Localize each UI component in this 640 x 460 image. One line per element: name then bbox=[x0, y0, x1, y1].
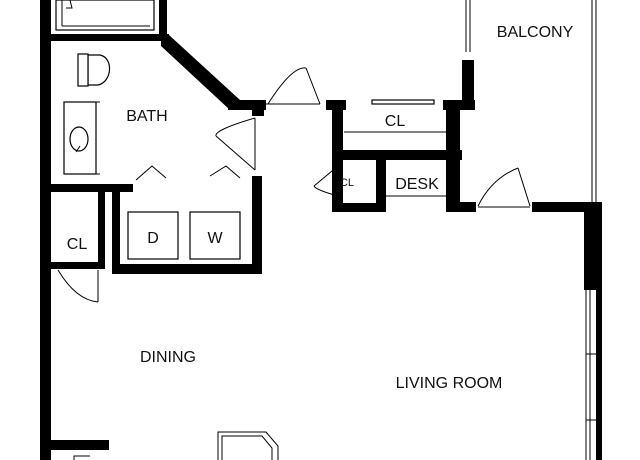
washer bbox=[189, 211, 241, 260]
washer-label: W bbox=[207, 230, 223, 247]
bath-label: BATH bbox=[126, 108, 167, 125]
closet-small-label: CL bbox=[340, 177, 354, 189]
balcony-label: BALCONY bbox=[497, 24, 574, 41]
laundry bbox=[127, 165, 241, 260]
windows bbox=[465, 0, 597, 460]
walls bbox=[40, 0, 602, 460]
bath-fixtures bbox=[55, 0, 155, 175]
sink bbox=[69, 126, 89, 152]
bathtub bbox=[55, 0, 155, 31]
bottom-fragments bbox=[73, 431, 279, 460]
dining-label: DINING bbox=[140, 349, 196, 366]
desk-label: DESK bbox=[395, 176, 439, 193]
living-room-label: LIVING ROOM bbox=[396, 375, 503, 392]
dryer bbox=[127, 211, 179, 260]
dryer-label: D bbox=[147, 230, 159, 247]
room-labels: BALCONY BATH CL CL DESK CL D W DINING LI… bbox=[67, 24, 574, 392]
closet-top-label: CL bbox=[385, 113, 406, 130]
doors bbox=[57, 67, 531, 303]
closet-left-label: CL bbox=[67, 236, 88, 253]
toilet bbox=[87, 54, 111, 86]
